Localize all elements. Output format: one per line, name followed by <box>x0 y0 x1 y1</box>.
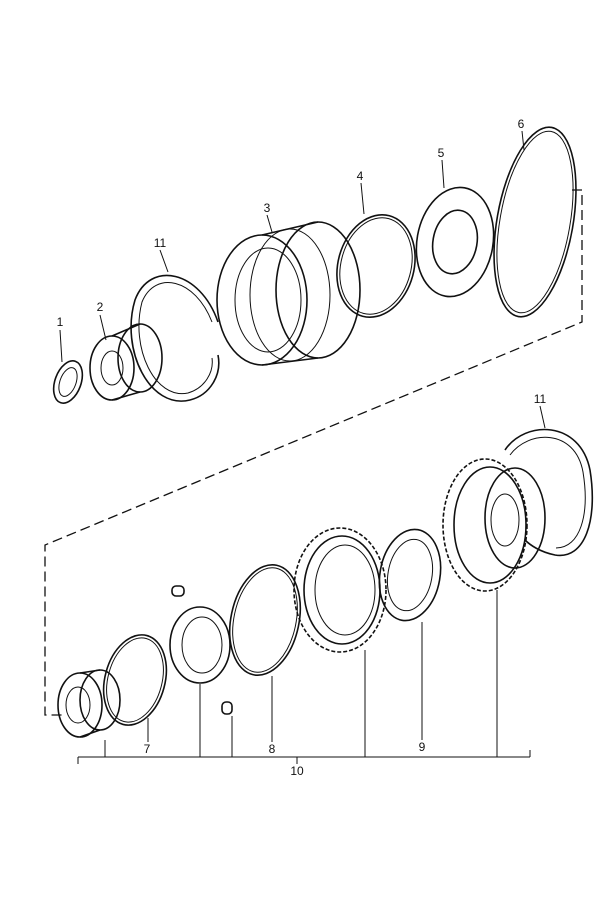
part-5-plate <box>415 159 495 298</box>
part-2-gear <box>89 314 163 401</box>
part-9-plate <box>378 528 442 622</box>
label-part-5: 5 <box>438 146 445 160</box>
part-gear-ring <box>293 527 387 653</box>
label-part-9: 9 <box>419 740 426 754</box>
label-part-8: 8 <box>269 742 276 756</box>
part-10-bracket <box>77 590 531 764</box>
part-4-ring <box>336 182 416 318</box>
part-7-ring <box>102 634 168 726</box>
part-8-ring <box>228 563 302 677</box>
label-part-1: 1 <box>57 315 64 329</box>
part-gear-large <box>442 458 546 592</box>
part-11-circlip-top <box>130 249 220 402</box>
label-part-11-top: 11 <box>154 236 167 250</box>
label-part-11-bottom: 11 <box>534 392 547 406</box>
part-roller-cage <box>169 585 233 715</box>
label-part-7: 7 <box>144 742 151 756</box>
label-part-4: 4 <box>357 169 364 183</box>
label-part-2: 2 <box>97 300 104 314</box>
label-part-3: 3 <box>264 201 271 215</box>
part-1-bearing <box>52 329 84 404</box>
part-11-circlip-bottom <box>504 405 594 557</box>
assembly-dashed-line <box>44 189 583 716</box>
label-part-6: 6 <box>518 117 525 131</box>
label-part-10: 10 <box>290 764 304 778</box>
part-3-clutch-drum <box>216 214 361 366</box>
part-hub <box>57 669 121 738</box>
part-6-ring <box>493 126 577 318</box>
